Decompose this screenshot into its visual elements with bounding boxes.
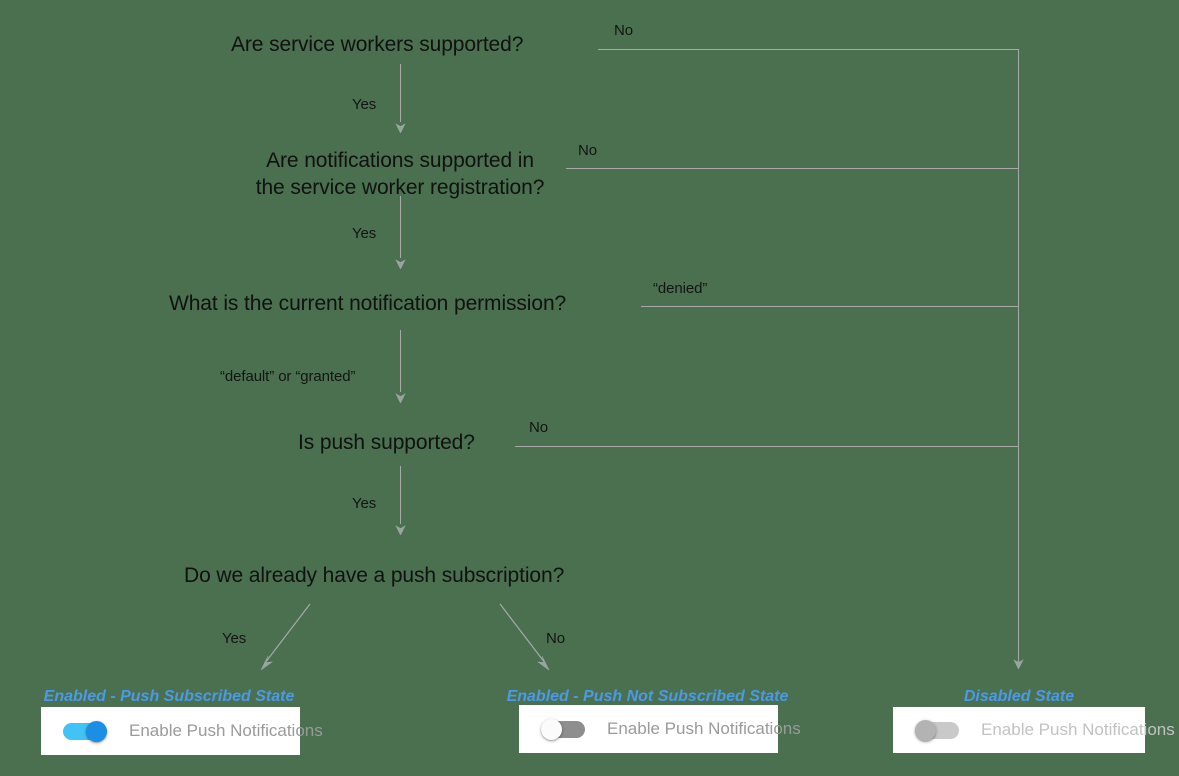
edge-label-q2-no: No [578, 142, 597, 159]
edge-label-q4-yes: Yes [352, 495, 377, 512]
toggle-switch-disabled[interactable] [915, 720, 959, 741]
connector-q5-no [499, 603, 550, 671]
arrowhead-disabled-state [1013, 659, 1024, 669]
edge-label-q1-yes: Yes [352, 96, 377, 113]
decision-node-notifications-supported-line1: Are notifications supported in [266, 149, 534, 172]
decision-node-notifications-supported-line2: the service worker registration? [255, 176, 545, 199]
arrowhead-q3-default-granted [395, 393, 406, 403]
decision-node-service-workers-supported: Are service workers supported? [231, 33, 524, 56]
arrowhead-q2-yes [395, 259, 406, 269]
toggle-label-push-subscribed: Enable Push Notifications [129, 721, 323, 740]
state-label-enabled-push-subscribed: Enabled - Push Subscribed State [43, 688, 295, 705]
decision-node-existing-push-subscription: Do we already have a push subscription? [184, 564, 565, 587]
toggle-switch-push-subscribed[interactable] [63, 721, 107, 742]
edge-label-q3-denied: “denied” [653, 280, 708, 297]
edge-label-q1-no: No [614, 22, 633, 39]
toggle-knob [915, 720, 936, 741]
connector-q2-no [566, 168, 1019, 169]
decision-node-notification-permission: What is the current notification permiss… [169, 292, 567, 315]
edge-label-q5-no: No [546, 630, 565, 647]
connector-trunk-to-disabled [1018, 49, 1019, 665]
edge-label-q4-no: No [529, 419, 548, 436]
toggle-label-disabled: Enable Push Notifications [981, 720, 1175, 739]
toggle-card-enabled-push-subscribed[interactable]: Enable Push Notifications [41, 707, 323, 755]
edge-label-q3-default-or-granted: “default” or “granted” [220, 368, 356, 385]
connector-q3-denied [641, 306, 1019, 307]
connector-q4-yes [400, 466, 401, 524]
state-label-enabled-push-not-subscribed: Enabled - Push Not Subscribed State [506, 688, 789, 705]
toggle-card-enabled-push-not-subscribed[interactable]: Enable Push Notifications [519, 705, 801, 753]
decision-node-push-supported: Is push supported? [298, 431, 475, 454]
toggle-knob [86, 721, 107, 742]
toggle-knob [541, 719, 562, 740]
connector-q1-no [598, 49, 1019, 50]
connector-q4-no [515, 446, 1019, 447]
toggle-label-push-not-subscribed: Enable Push Notifications [607, 719, 801, 738]
connector-q3-default-granted [400, 330, 401, 392]
toggle-switch-push-not-subscribed[interactable] [541, 719, 585, 740]
toggle-card-disabled[interactable]: Enable Push Notifications [893, 707, 1175, 753]
edge-label-q2-yes: Yes [352, 225, 377, 242]
arrowhead-q4-yes [395, 525, 406, 535]
connector-q2-yes [400, 196, 401, 258]
decision-node-notifications-supported: Are notifications supported in the servi… [235, 147, 565, 201]
connector-q1-yes [400, 64, 401, 122]
state-label-disabled: Disabled State [963, 688, 1075, 705]
connector-q5-yes [260, 603, 311, 671]
edge-label-q5-yes: Yes [222, 630, 247, 647]
arrowhead-q1-yes [395, 123, 406, 133]
